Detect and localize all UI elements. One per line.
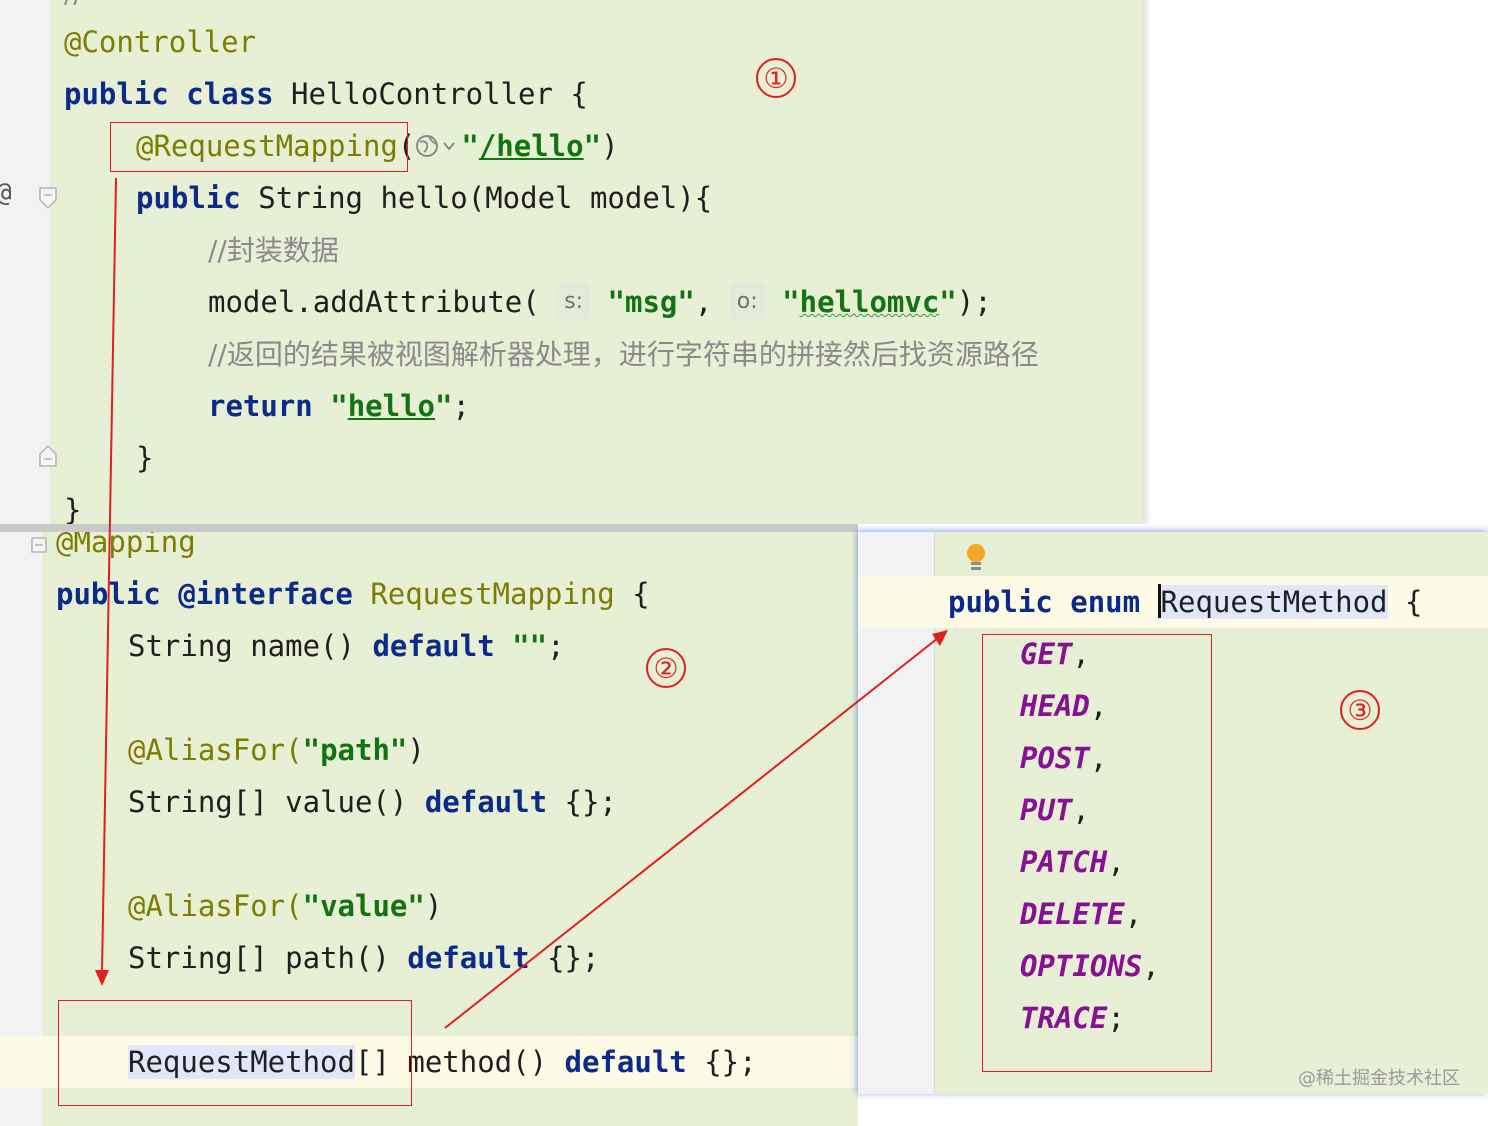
code-line: @Controller bbox=[64, 25, 257, 59]
param-hint: s: bbox=[557, 283, 591, 321]
step-badge-3: ③ bbox=[1340, 690, 1380, 730]
param-hint: o: bbox=[729, 283, 765, 321]
enum-constant-line: POST, bbox=[1020, 741, 1108, 775]
enum-constant-line: GET, bbox=[1020, 637, 1090, 671]
fold-open-icon[interactable] bbox=[38, 186, 58, 210]
code-line: public String hello(Model model){ bbox=[136, 181, 713, 215]
text-cursor bbox=[1157, 584, 1161, 618]
lightbulb-icon[interactable] bbox=[964, 542, 988, 574]
code-line: @AliasFor("value") bbox=[128, 889, 443, 923]
code-line: String[] path() default {}; bbox=[128, 941, 600, 975]
watermark: @稀土掘金技术社区 bbox=[1298, 1068, 1460, 1089]
step-badge-1: ① bbox=[756, 58, 796, 98]
fold-close-icon[interactable] bbox=[38, 444, 58, 468]
code-line: return "hello"; bbox=[208, 389, 470, 423]
panel-shadow bbox=[1143, 0, 1151, 524]
line-gutter bbox=[0, 532, 42, 1126]
current-code-line: RequestMethod[] method() default {}; bbox=[0, 1036, 858, 1088]
code-line: } bbox=[64, 493, 82, 524]
step-badge-2: ② bbox=[646, 648, 686, 688]
enum-constant-line: OPTIONS, bbox=[1020, 949, 1160, 983]
code-area[interactable]: // @Controller public class HelloControl… bbox=[0, 0, 1143, 524]
code-line: @RequestMapping("/hello") bbox=[136, 129, 619, 163]
code-line: String name() default ""; bbox=[128, 629, 565, 663]
web-endpoint-icon[interactable] bbox=[415, 132, 461, 160]
code-area[interactable]: public enum RequestMethod { GET, HEAD, P… bbox=[858, 532, 1488, 1094]
code-line: @AliasFor("path") bbox=[128, 733, 425, 767]
code-line: @Mapping bbox=[56, 525, 196, 559]
highlight-box-enum-values bbox=[982, 634, 1212, 1072]
fold-icon[interactable] bbox=[30, 534, 50, 558]
enum-constant-line: PUT, bbox=[1020, 793, 1090, 827]
code-line: public class HelloController { bbox=[64, 77, 588, 111]
code-line: // bbox=[64, 0, 1143, 18]
code-line: model.addAttribute( s: "msg", o: "hellom… bbox=[208, 283, 992, 321]
code-line: //返回的结果被视图解析器处理，进行字符串的拼接然后找资源路径 bbox=[208, 338, 1039, 371]
enum-constant-line: TRACE; bbox=[1020, 1001, 1125, 1035]
gutter-annotation-marker: @ bbox=[0, 178, 12, 208]
enum-constant-line: DELETE, bbox=[1020, 897, 1143, 931]
code-line: //封装数据 bbox=[208, 234, 339, 267]
enum-constant-line: HEAD, bbox=[1020, 689, 1108, 723]
code-line: String[] value() default {}; bbox=[128, 785, 617, 819]
editor-panel-hello-controller: @ // @Controller public class HelloContr… bbox=[0, 0, 1143, 524]
enum-constant-line: PATCH, bbox=[1020, 845, 1125, 879]
highlight-box-request-mapping-annotation bbox=[110, 122, 408, 172]
line-gutter bbox=[0, 0, 50, 524]
code-line: } bbox=[136, 441, 154, 475]
highlight-box-method-type bbox=[58, 1000, 412, 1106]
code-area[interactable]: @Mapping public @interface RequestMappin… bbox=[0, 532, 858, 1126]
url-link[interactable]: /hello bbox=[478, 129, 584, 163]
code-line: public @interface RequestMapping { bbox=[56, 577, 650, 611]
current-code-line: public enum RequestMethod { bbox=[858, 576, 1488, 628]
